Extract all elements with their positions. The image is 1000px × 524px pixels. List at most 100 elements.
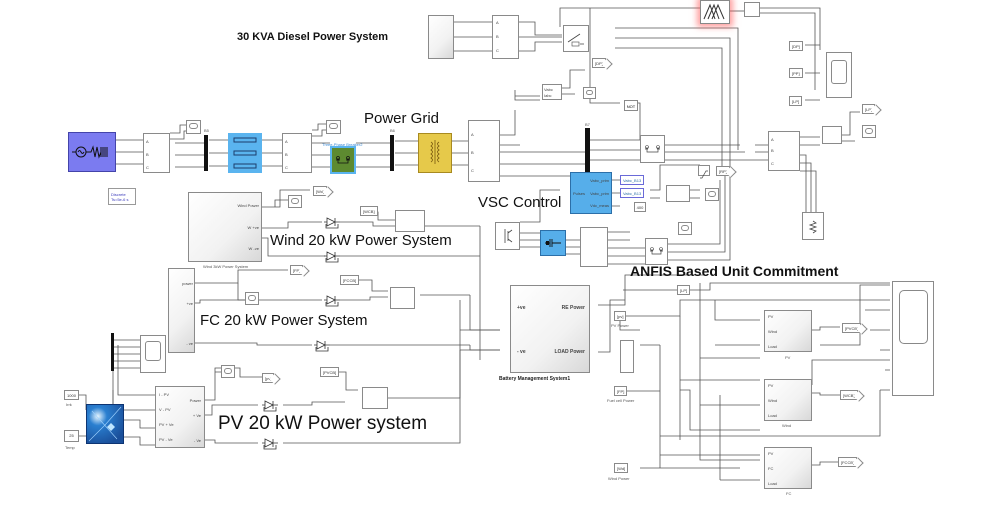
from-tag-fccb[interactable]: [FCCB]	[340, 275, 360, 285]
pv-mux-bar[interactable]	[111, 333, 114, 371]
diesel-generator-block[interactable]	[428, 15, 454, 59]
vsc-controller-block[interactable]: Pulses Vabc_prim Vabc_prim Vdc_meas	[570, 172, 612, 214]
not-logic-block[interactable]: NOT	[624, 100, 638, 111]
inverter-scope[interactable]	[678, 222, 692, 235]
battery-management-system-block[interactable]: +ve - ve RE Power LOAD Power	[510, 285, 590, 373]
goto-tag-pv[interactable]: [pv]	[262, 373, 275, 383]
rlc-load-block[interactable]	[802, 212, 824, 240]
pv-array-block[interactable]	[86, 404, 124, 444]
goto-tag-lp[interactable]: [LP]	[862, 104, 876, 114]
anfis-output-scope[interactable]	[892, 281, 934, 396]
pi-section-line-block[interactable]	[228, 133, 262, 173]
saturation-block[interactable]	[698, 165, 710, 179]
vsc-scope[interactable]	[705, 188, 719, 201]
load-vi-measurement[interactable]: A B C	[768, 131, 800, 171]
vdc-reference-constant[interactable]: 400	[634, 202, 646, 212]
load-pq-block[interactable]	[822, 126, 842, 144]
fis-wind-caption: Wind	[782, 423, 792, 428]
pv-mppt-subsystem[interactable]: I - PV V - PV PV + Ve PV - Ve Power + Ve…	[155, 386, 205, 448]
port-a: A	[496, 20, 499, 25]
vsc-control-title: VSC Control	[478, 194, 562, 211]
bus-b7-label: B7	[585, 122, 590, 127]
port-pv: PV	[768, 383, 774, 388]
transformer-block[interactable]	[418, 133, 452, 173]
from-tag-pv-power[interactable]: [pv]	[614, 311, 627, 321]
three-phase-breaker-block[interactable]	[330, 146, 356, 174]
mux-block-top[interactable]	[744, 2, 760, 17]
pq-scope-top[interactable]	[583, 87, 596, 99]
scope-screen	[831, 59, 847, 84]
port-vdc-meas: Vdc_meas	[590, 203, 609, 208]
grid-load-measurement[interactable]: A B C	[468, 120, 500, 182]
port-wind-negative: W -ve	[248, 246, 259, 251]
port-pulses: Pulses	[573, 191, 586, 196]
wind-power-subsystem[interactable]: Wind Power W +ve W -ve	[188, 192, 262, 262]
diesel-breaker-block[interactable]	[563, 25, 589, 52]
pq-measurement-block[interactable]: Vabc Iabc	[542, 84, 562, 100]
from-tag-wcb[interactable]: [WCB]	[360, 206, 378, 216]
inverter-breaker-block[interactable]	[645, 238, 668, 265]
lc-filter-block[interactable]	[540, 230, 566, 256]
irradiance-constant[interactable]: 1000	[64, 390, 79, 400]
load-scope[interactable]	[862, 125, 876, 138]
from-tag-lp-anfis[interactable]: [LP]	[677, 285, 691, 295]
wind-breaker-block[interactable]	[395, 210, 425, 232]
port-wind-positive: W +ve	[247, 225, 259, 230]
fuel-cell-subsystem[interactable]: power +ve - ve	[168, 268, 195, 353]
igbt-inverter-block[interactable]	[495, 222, 520, 250]
bus-b5-label: B5	[204, 128, 209, 133]
from-tag-dp[interactable]: [DP]	[789, 41, 803, 51]
port-wind-power: Wind Power	[237, 203, 259, 208]
pv-breaker-block[interactable]	[362, 387, 388, 409]
scope-screen	[224, 367, 232, 374]
wind-subsystem-caption: Wind 3kW Power System	[203, 264, 249, 269]
solar-panel-icon	[88, 406, 122, 442]
from-tag-wind-power[interactable]: [Wd]	[614, 463, 629, 473]
ac-source-icon	[72, 145, 108, 159]
anfis-fuzzy-controller-block[interactable]	[700, 0, 730, 24]
grid-scope[interactable]	[326, 120, 341, 134]
grid-breaker-block[interactable]	[640, 135, 665, 163]
fc-scope[interactable]	[245, 292, 259, 305]
three-phase-source-block[interactable]	[68, 132, 116, 172]
fis-wind-block[interactable]: PV Wind Load	[764, 379, 812, 421]
fis-fc-block[interactable]: PV FC Load	[764, 447, 812, 489]
bus-b7[interactable]	[585, 128, 590, 186]
from-tag-pvcb[interactable]: [PVCB]	[320, 367, 340, 377]
wind-scope[interactable]	[288, 195, 302, 208]
goto-tag-rp[interactable]: [RP]	[716, 166, 730, 176]
vsc-pq-block[interactable]	[666, 185, 690, 202]
diesel-measurement-block[interactable]: A B C	[492, 15, 519, 59]
from-tag-pp[interactable]: [PP]	[789, 68, 803, 78]
bus-b6[interactable]	[390, 135, 394, 171]
grid-vi-measurement[interactable]: A B C	[282, 133, 312, 173]
power-scope-top[interactable]	[826, 52, 852, 98]
temperature-constant[interactable]: 25	[64, 430, 79, 442]
anfis-mux-block[interactable]	[620, 340, 634, 373]
goto-tag-pvcb[interactable]: [PVCB]	[842, 323, 862, 333]
port-pv-pos: PV + Ve	[159, 422, 174, 427]
from-tag-lp[interactable]: [LP]	[789, 96, 803, 106]
fis-pv-block[interactable]: PV Wind Load	[764, 310, 812, 352]
goto-tag-wind[interactable]: [Wd]	[313, 186, 328, 196]
goto-tag-dp[interactable]: [DP]	[592, 58, 606, 68]
from-tag-vabc-b13-2[interactable]: Vabc_B13	[620, 188, 645, 198]
bus-b6-label: B6	[390, 128, 395, 133]
pv-scope-large[interactable]	[140, 335, 166, 373]
bus-b5[interactable]	[204, 135, 208, 171]
port-bms-positive: +ve	[517, 305, 526, 311]
port-power-out: Power	[189, 398, 201, 403]
port-load-power: LOAD Power	[554, 349, 585, 355]
from-tag-fuel-cell[interactable]: [FP]	[614, 386, 628, 396]
goto-tag-fp[interactable]: [FP]	[290, 265, 304, 275]
inverter-vi-measurement[interactable]	[580, 227, 608, 267]
source-vi-measurement[interactable]: A B C	[143, 133, 170, 173]
goto-tag-wcb[interactable]: [WCB]	[840, 390, 858, 400]
fc-breaker-block[interactable]	[390, 287, 415, 309]
source-scope[interactable]	[186, 120, 201, 134]
powergui-block[interactable]: Discrete Ts=5e-6 s	[108, 188, 136, 205]
goto-tag-fccb[interactable]: [FCCB]	[838, 457, 858, 467]
pv-power-scope[interactable]	[221, 365, 235, 378]
from-tag-vabc-b13-1[interactable]: Vabc_B13	[620, 175, 645, 185]
